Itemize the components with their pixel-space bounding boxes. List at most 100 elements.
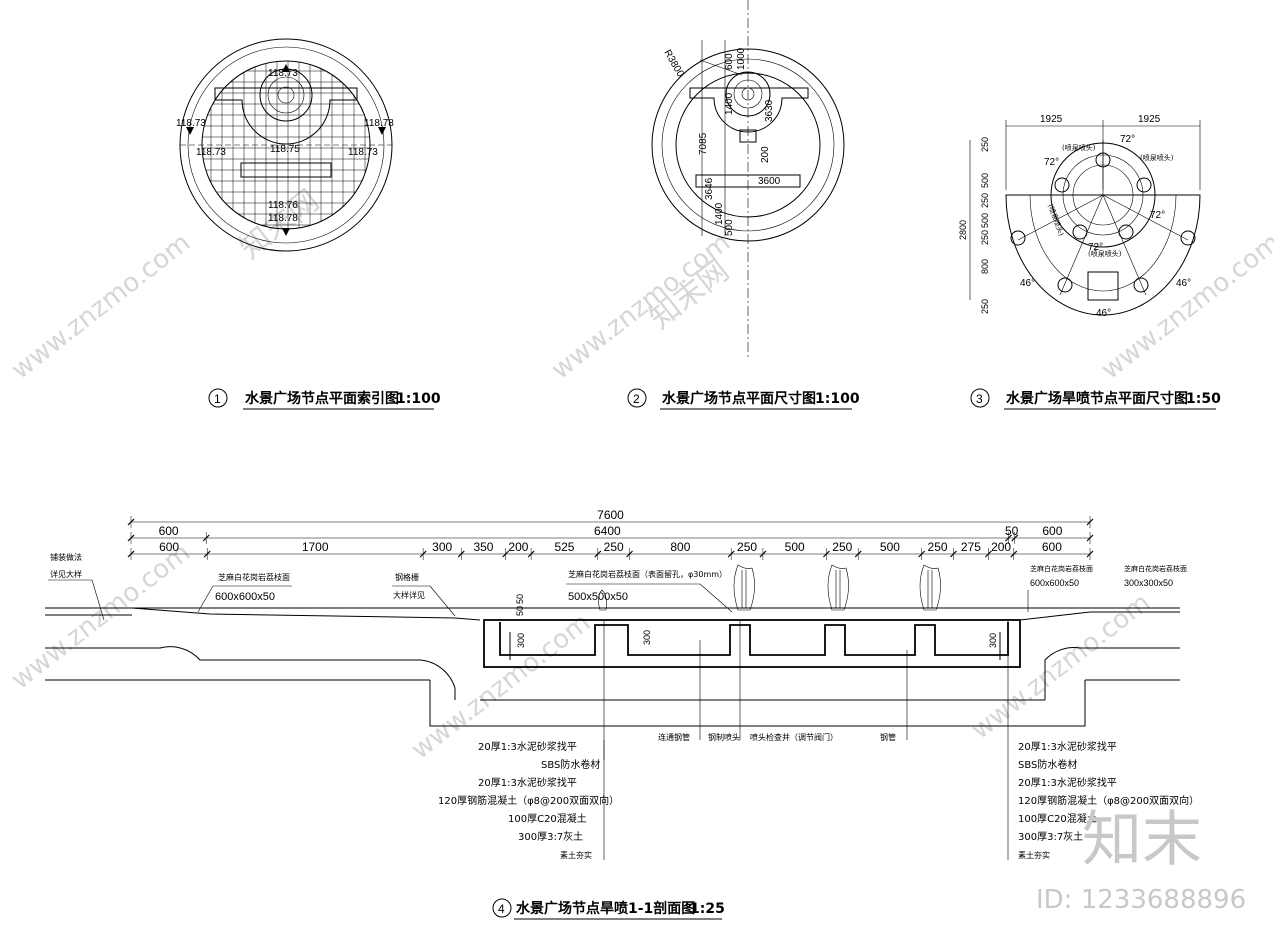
- dimension-label: 200: [508, 540, 528, 554]
- callout-paving-right1: 芝麻白花岗岩荔枝面: [1030, 564, 1093, 573]
- dimension-label: 500: [880, 540, 900, 554]
- layer-right: 20厚1:3水泥砂浆找平: [1018, 740, 1117, 753]
- plan1-level-top: 118.73: [268, 68, 298, 79]
- plan3-angle: 72°: [1088, 242, 1103, 253]
- plan3-side-dim: 250: [980, 299, 990, 314]
- section-vert-dim: 300: [516, 633, 526, 648]
- dimension-label: 250: [928, 540, 948, 554]
- section-title: 水景广场节点旱喷1-1剖面图: [516, 900, 695, 917]
- layer-left: 20厚1:3水泥砂浆找平: [478, 740, 577, 753]
- plan1-level-left-upper: 118.73: [176, 118, 206, 129]
- section-index: 4: [498, 902, 505, 916]
- plan1-level-center: 118.75: [270, 144, 300, 155]
- callout-left-edge: 铺装做法: [50, 552, 82, 562]
- plan2-dim-a: 3646: [704, 177, 715, 200]
- layer-right: 300厚3:7灰土: [1018, 830, 1083, 843]
- section-vert-dim: 300: [642, 630, 652, 645]
- layer-left: 素土夯实: [560, 850, 592, 860]
- plan3-note: (喷泉喷头): [1062, 143, 1096, 152]
- dimension-label: 600: [1042, 540, 1062, 554]
- plan1-index: 1: [214, 392, 221, 406]
- dimension-label: 300: [432, 540, 452, 554]
- plan2-dim-h: 1000: [736, 47, 747, 70]
- dimension-label: 250: [832, 540, 852, 554]
- pipe-label: 钢制喷头: [708, 732, 740, 742]
- callout-paving-left-size: 600x600x50: [215, 591, 275, 603]
- section-title-block: 4 水景广场节点旱喷1-1剖面图 1:25: [492, 898, 725, 920]
- pipe-label: 喷头检查井（调节阀门）: [750, 732, 838, 742]
- dimension-label: 600: [159, 540, 179, 554]
- plan2-radius: R3800: [661, 48, 685, 79]
- plan1-drawing: 118.73 118.73 118.73 118.78 118.73 118.7…: [176, 38, 394, 252]
- plan3-top-dim: 1925: [1040, 114, 1063, 125]
- plan3-side-dim: 800: [980, 259, 990, 274]
- plan1-level-bottom-upper: 118.76: [268, 200, 298, 211]
- plan3-angle: 46°: [1176, 278, 1191, 289]
- plan3-side-dim: 250: [980, 193, 990, 208]
- plan1-level-left-lower: 118.73: [196, 147, 226, 158]
- plan2-dim-e: 200: [760, 146, 771, 163]
- plan3-angle: 46°: [1096, 308, 1111, 319]
- callout-left-edge2: 详见大样: [50, 569, 82, 579]
- plan3-side-dim: 500: [980, 213, 990, 228]
- watermark-site: www.znzmo.com: [1096, 228, 1274, 386]
- plan2-dim-g: 600: [724, 53, 735, 70]
- dimension-label: 600: [1042, 524, 1062, 538]
- section-profile: [45, 607, 1180, 860]
- plan2-title: 水景广场节点平面尺寸图: [662, 390, 816, 407]
- callout-paving-right1-size: 600x600x50: [1030, 578, 1079, 588]
- plan3-title-block: 3 水景广场旱喷节点平面尺寸图 1:50: [970, 388, 1221, 410]
- layers-left: 20厚1:3水泥砂浆找平 SBS防水卷材 20厚1:3水泥砂浆找平 120厚钢筋…: [438, 740, 619, 860]
- watermark-id: ID: 1233688896: [1036, 885, 1246, 915]
- watermark-brand-large: 知末: [1082, 805, 1202, 875]
- plan1-title: 水景广场节点平面索引图: [245, 390, 399, 407]
- watermark-site: www.znzmo.com: [6, 538, 196, 696]
- plan3-angle: 72°: [1120, 134, 1135, 145]
- layer-left: 100厚C20混凝土: [508, 812, 587, 825]
- plan2-scale: 1:100: [815, 391, 860, 407]
- plan3-note: (喷泉喷头): [1140, 153, 1174, 162]
- plan3-side-dim: 250: [980, 137, 990, 152]
- dimension-label: 50: [1005, 524, 1019, 538]
- layer-right: SBS防水卷材: [1018, 758, 1077, 771]
- dimension-label: 7600: [597, 508, 624, 522]
- dimension-label: 525: [554, 540, 574, 554]
- plan1-level-right-lower: 118.73: [348, 147, 378, 158]
- plan2-dim-i: 500: [724, 219, 735, 236]
- plan3-angle: 72°: [1150, 210, 1165, 221]
- section-vert-dim: 300: [988, 633, 998, 648]
- plan1-level-right-upper: 118.78: [364, 118, 394, 129]
- plan3-note: (喷泉喷头): [1088, 249, 1122, 258]
- plan3-angle: 72°: [1044, 157, 1059, 168]
- layer-right: 120厚钢筋混凝土（φ8@200双面双向）: [1018, 794, 1199, 807]
- plan3-index: 3: [976, 392, 983, 406]
- plan3-angle: 46°: [1020, 278, 1035, 289]
- plan3-side-dim: 250: [980, 230, 990, 245]
- dimension-label: 1700: [302, 540, 329, 554]
- plan2-dim-c: 3600: [758, 176, 781, 187]
- dimension-label: 250: [604, 540, 624, 554]
- layer-right: 20厚1:3水泥砂浆找平: [1018, 776, 1117, 789]
- section-callouts: 铺装做法 详见大样 芝麻白花岗岩荔枝面 600x600x50 钢格栅 大样详见 …: [48, 552, 1187, 742]
- layers-right: 20厚1:3水泥砂浆找平 SBS防水卷材 20厚1:3水泥砂浆找平 120厚钢筋…: [1018, 740, 1199, 860]
- section-vert-dim: 50: [515, 606, 525, 616]
- dimension-label: 500: [785, 540, 805, 554]
- plan2-index: 2: [633, 392, 640, 406]
- section-scale: 1:25: [690, 901, 725, 917]
- section-vert-dim: 50: [515, 594, 525, 604]
- plan1-level-bottom-lower: 118.78: [268, 213, 298, 224]
- plan3-top-dim: 1925: [1138, 114, 1161, 125]
- callout-paving-left: 芝麻白花岗岩荔枝面: [218, 572, 290, 582]
- plan3-scale: 1:50: [1186, 391, 1221, 407]
- plan2-dim-d: 3630: [764, 99, 775, 122]
- plan2-dim-total: 7085: [698, 132, 709, 155]
- watermark-layer: www.znzmo.com www.znzmo.com www.znzmo.co…: [6, 183, 1274, 765]
- plan3-note: (喷泉喷头): [1046, 203, 1066, 238]
- plan3-side-dim: 500: [980, 173, 990, 188]
- callout-paving-center-size: 500x500x50: [568, 591, 628, 603]
- section-jets: [598, 564, 941, 611]
- brand-watermark: 知末 ID: 1233688896: [1036, 805, 1246, 915]
- plan2-dim-f: 1400: [724, 92, 735, 115]
